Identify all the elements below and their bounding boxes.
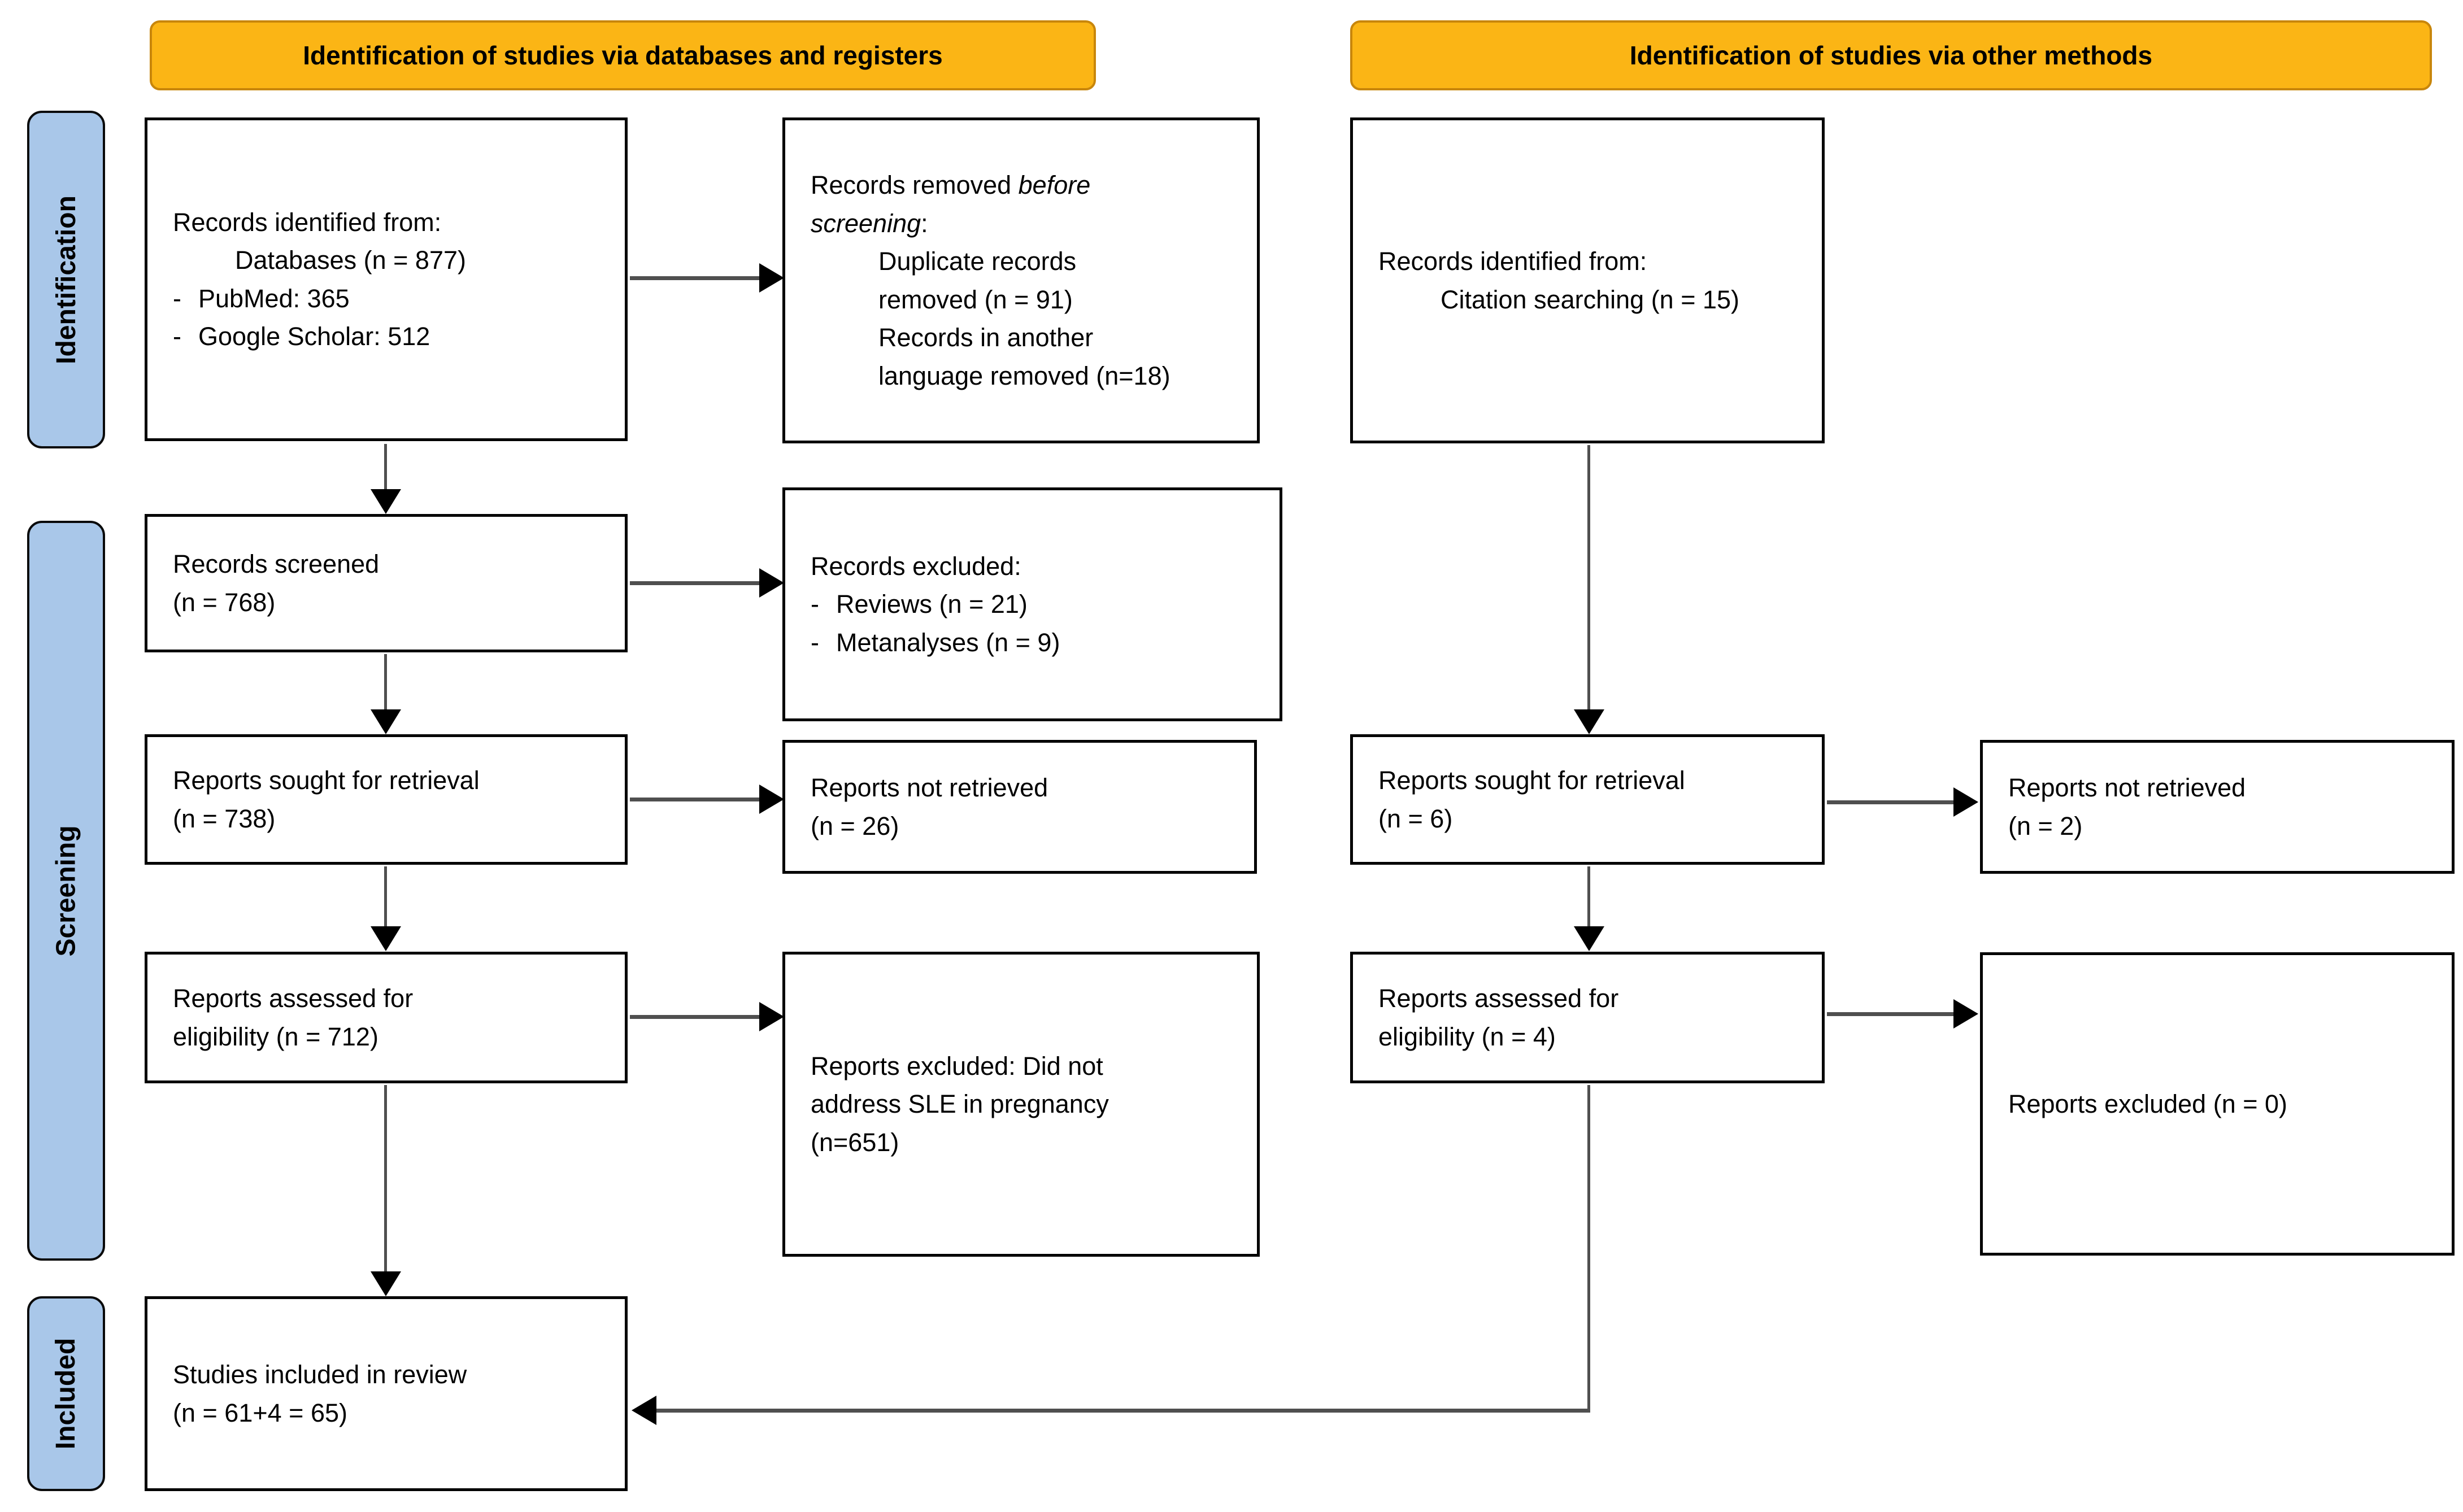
arrow-sought-to-assessed-other-head (1574, 926, 1604, 951)
box-reports-assessed-db: Reports assessed for eligibility (n = 71… (145, 952, 628, 1083)
arrow-assessed-to-excluded-other-head (1953, 999, 1978, 1029)
arrow-citation-to-sought-line (1587, 445, 1590, 711)
arrow-assessed-to-excluded-db-line (630, 1015, 763, 1019)
arrow-citation-to-sought-head (1574, 709, 1604, 734)
arrow-screened-to-sought-head (371, 709, 401, 734)
box-reports-sought-other: Reports sought for retrieval (n = 6) (1350, 734, 1825, 865)
box-reports-excluded-other: Reports excluded (n = 0) (1980, 952, 2455, 1256)
banner-other-methods-label: Identification of studies via other meth… (1629, 41, 2153, 70)
reports-not-retrieved-db-count: (n = 26) (811, 811, 899, 840)
box-records-identified: Records identified from: Databases (n = … (145, 117, 628, 441)
records-excluded-reviews: - Reviews (n = 21) (811, 585, 1254, 624)
arrow-sought-to-notretrieved-other-head (1953, 787, 1978, 817)
bullet-dash: - (811, 628, 819, 657)
stage-included-label: Included (51, 1337, 81, 1450)
arrow-other-to-included-head (632, 1396, 656, 1425)
arrow-sought-to-assessed-other-line (1587, 866, 1590, 927)
arrow-identified-to-screened-line (384, 444, 387, 490)
banner-databases-registers: Identification of studies via databases … (150, 20, 1096, 90)
banner-other-methods: Identification of studies via other meth… (1350, 20, 2432, 90)
bullet-dash: - (173, 284, 181, 313)
records-identified-databases: Databases (n = 877) (235, 246, 466, 274)
records-identified-title: Records identified from: (173, 207, 442, 237)
box-studies-included: Studies included in review (n = 61+4 = 6… (145, 1296, 628, 1491)
reports-sought-other-count: (n = 6) (1378, 804, 1453, 833)
arrow-assessed-to-included-line (384, 1085, 387, 1273)
stage-identification: Identification (27, 111, 105, 448)
arrow-screened-to-excluded-head (759, 568, 784, 598)
box-records-excluded: Records excluded: - Reviews (n = 21) - M… (782, 487, 1282, 721)
arrow-identified-to-screened-head (371, 489, 401, 514)
records-screened-count: (n = 768) (173, 587, 276, 617)
box-records-removed: Records removed before screening: Duplic… (782, 117, 1260, 443)
citation-identified-title: Records identified from: (1378, 247, 1647, 276)
arrow-sought-to-notretrieved-db-head (759, 785, 784, 814)
bullet-dash: - (173, 322, 181, 351)
studies-included-count: (n = 61+4 = 65) (173, 1398, 347, 1427)
reports-not-retrieved-other-count: (n = 2) (2008, 811, 2083, 840)
arrow-assessed-to-included-head (371, 1271, 401, 1296)
box-reports-assessed-other: Reports assessed for eligibility (n = 4) (1350, 952, 1825, 1083)
arrow-sought-to-assessed-db-line (384, 866, 387, 927)
records-removed-duplicates: Duplicate records removed (n = 91) (878, 247, 1077, 314)
records-removed-language: Records in another language removed (n=1… (878, 323, 1170, 390)
records-identified-google-scholar: - Google Scholar: 512 (173, 317, 599, 356)
bullet-dash: - (811, 590, 819, 619)
arrow-sought-to-assessed-db-head (371, 926, 401, 951)
stage-screening: Screening (27, 521, 105, 1261)
records-identified-pubmed: - PubMed: 365 (173, 280, 599, 318)
box-reports-not-retrieved-other: Reports not retrieved (n = 2) (1980, 740, 2455, 874)
arrow-sought-to-notretrieved-db-line (630, 798, 763, 801)
banner-databases-label: Identification of studies via databases … (303, 41, 943, 70)
arrow-assessed-to-excluded-db-head (759, 1002, 784, 1031)
reports-sought-db-count: (n = 738) (173, 804, 276, 833)
arrow-other-to-included-horizontal (655, 1409, 1590, 1413)
box-records-screened: Records screened (n = 768) (145, 514, 628, 652)
records-excluded-title: Records excluded: (811, 551, 1021, 581)
arrow-assessed-to-excluded-other-line (1827, 1012, 1956, 1016)
records-excluded-metanalyses: - Metanalyses (n = 9) (811, 624, 1254, 662)
box-reports-not-retrieved-db: Reports not retrieved (n = 26) (782, 740, 1257, 874)
arrow-identified-to-removed-head (759, 263, 784, 293)
records-removed-title: Records removed before screening: (811, 171, 1091, 238)
arrow-sought-to-notretrieved-other-line (1827, 800, 1956, 804)
arrow-other-to-included-vertical (1587, 1085, 1590, 1413)
box-reports-excluded-db: Reports excluded: Did not address SLE in… (782, 952, 1260, 1257)
stage-identification-label: Identification (51, 195, 81, 364)
box-reports-sought-db: Reports sought for retrieval (n = 738) (145, 734, 628, 865)
stage-included: Included (27, 1296, 105, 1491)
arrow-screened-to-excluded-line (630, 581, 763, 585)
records-removed-items: Duplicate records removed (n = 91) Recor… (811, 242, 1232, 395)
box-citation-identified: Records identified from: Citation search… (1350, 117, 1825, 443)
stage-screening-label: Screening (51, 825, 81, 957)
citation-identified-searching: Citation searching (n = 15) (1441, 285, 1740, 314)
arrow-identified-to-removed-line (630, 276, 763, 280)
arrow-screened-to-sought-line (384, 654, 387, 711)
